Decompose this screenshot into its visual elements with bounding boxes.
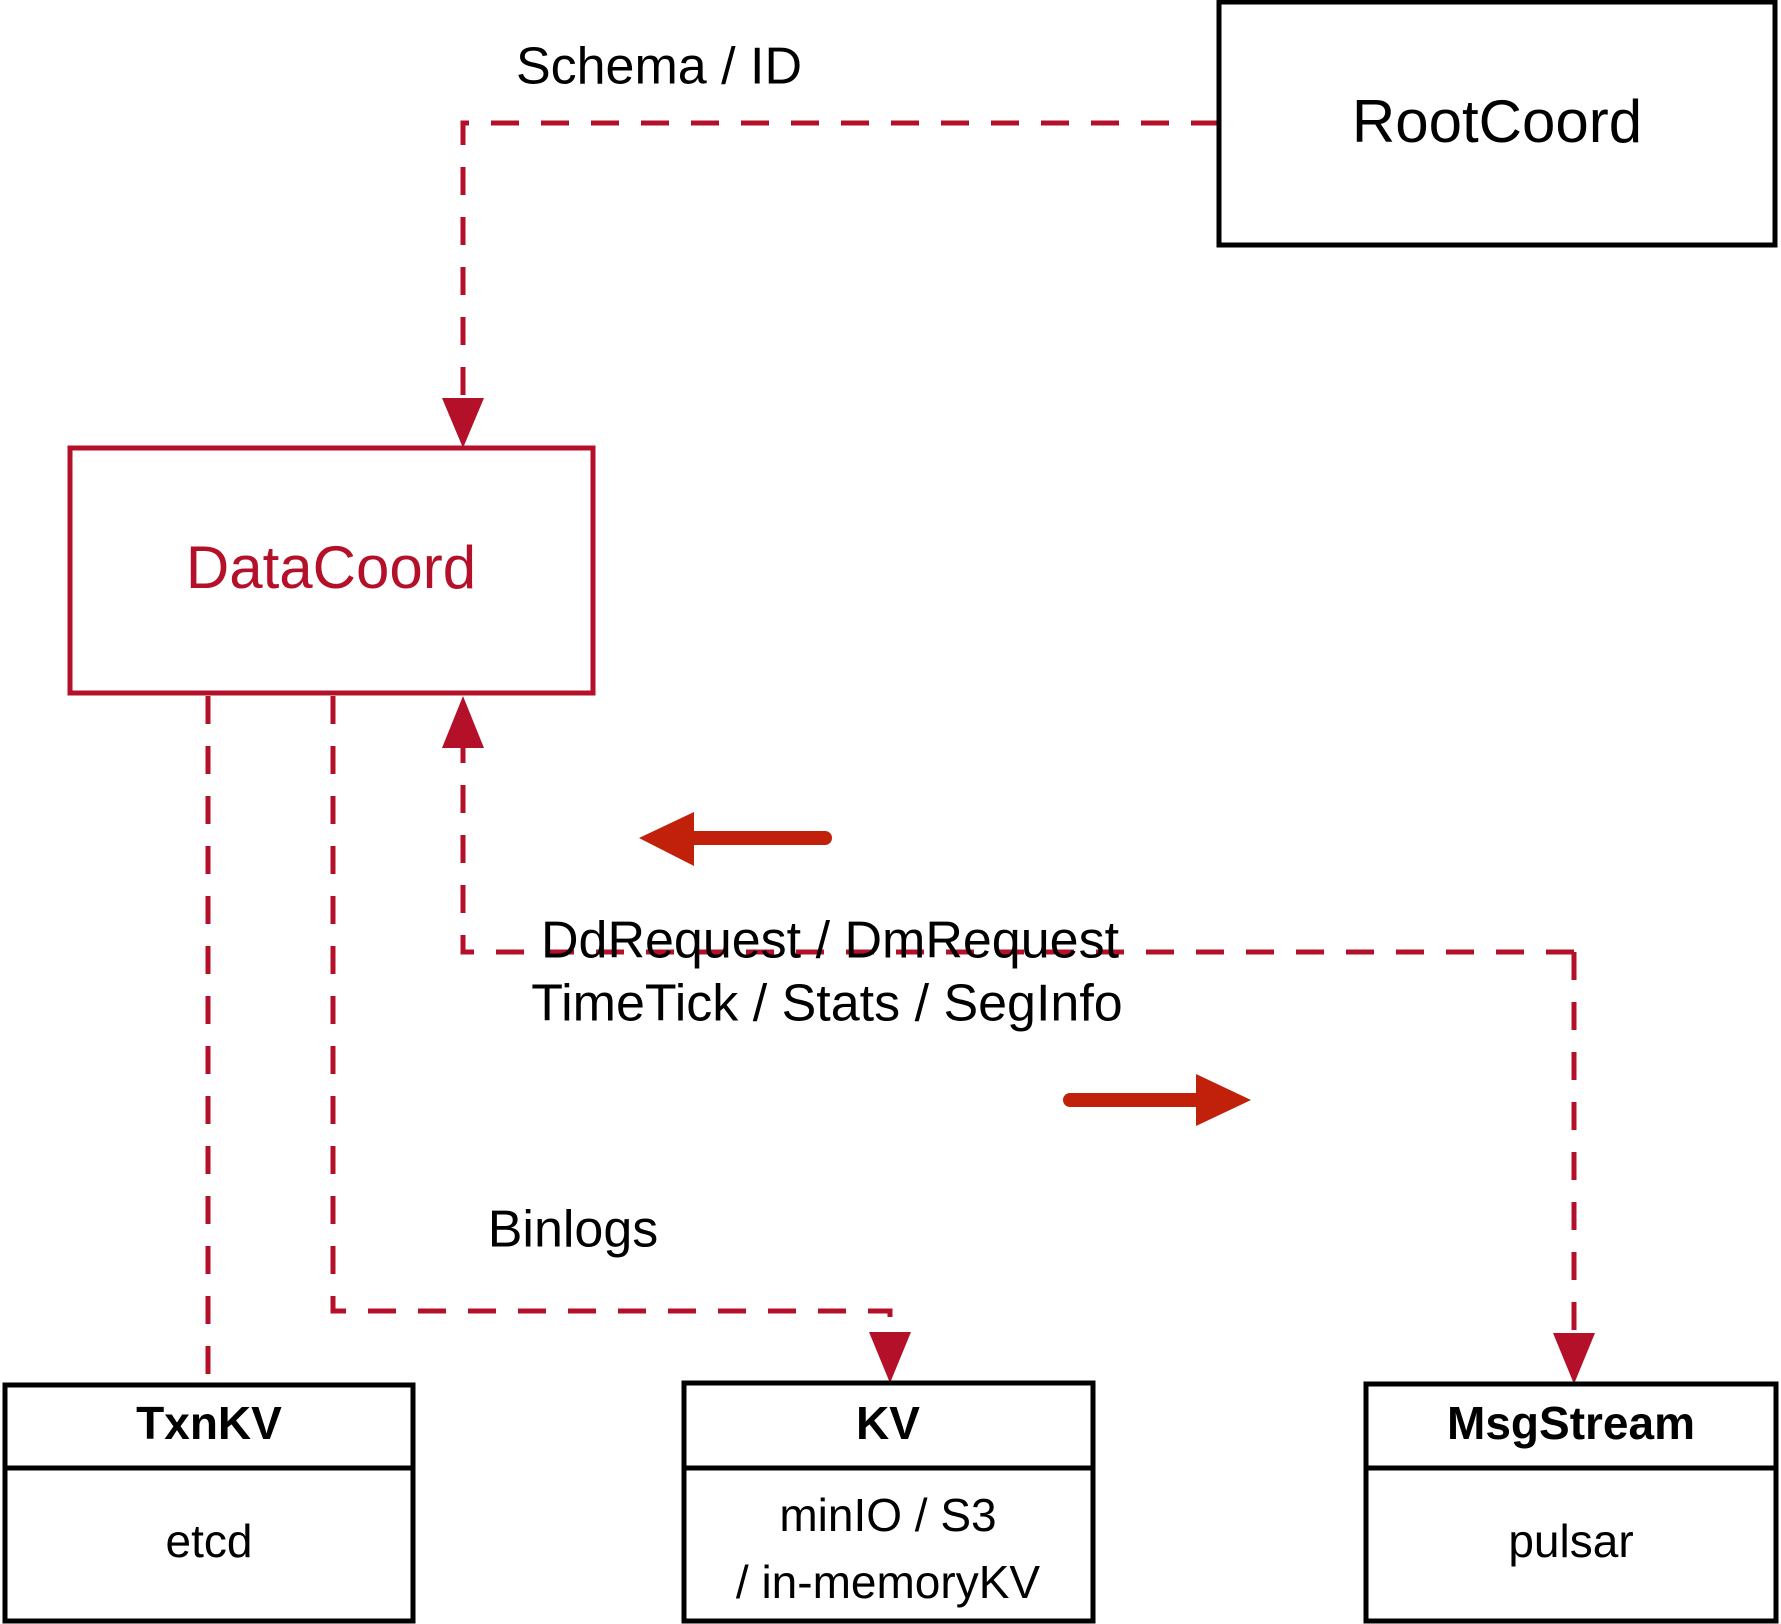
edge-label-schema-id: Schema / ID	[516, 38, 802, 96]
node-msgstream[interactable]: MsgStream pulsar	[1363, 1381, 1779, 1624]
outgoing-direction-arrow	[1063, 1074, 1251, 1126]
kv-sub-line-2: / in-memoryKV	[736, 1556, 1040, 1608]
msgstream-sub-line-1: pulsar	[1508, 1515, 1633, 1567]
edge-label-dd-dm-request: DdRequest / DmRequest	[541, 912, 1120, 970]
node-datacoord[interactable]: DataCoord	[67, 445, 596, 696]
rootcoord-label: RootCoord	[1352, 88, 1642, 155]
arrowhead-into-kv	[869, 1332, 911, 1383]
arrowhead-into-datacoord-bottom	[442, 696, 484, 748]
datacoord-label: DataCoord	[186, 534, 476, 601]
txnkv-label: TxnKV	[136, 1397, 282, 1449]
txnkv-box	[2, 1382, 416, 1624]
edge-path-binlogs	[330, 696, 893, 1340]
msgstream-label: MsgStream	[1447, 1397, 1695, 1449]
node-rootcoord[interactable]: RootCoord	[1216, 0, 1778, 248]
arrowhead-into-msgstream	[1553, 1333, 1595, 1384]
edge-label-binlogs: Binlogs	[488, 1201, 659, 1259]
edge-path-schema-id	[460, 120, 1219, 405]
node-kv[interactable]: KV minIO / S3 / in-memoryKV	[681, 1380, 1096, 1624]
rootcoord-box	[1216, 0, 1778, 248]
kv-label: KV	[856, 1397, 920, 1449]
kv-box	[681, 1380, 1096, 1624]
datacoord-box	[67, 445, 596, 696]
incoming-direction-arrow	[639, 812, 832, 866]
edge-msgstream-to-datacoord	[442, 696, 1574, 955]
edge-datacoord-to-kv	[330, 696, 911, 1383]
outgoing-arrow-head	[1196, 1074, 1251, 1126]
edge-path-dd-dm-request	[460, 742, 1574, 955]
kv-sub-line-1: minIO / S3	[779, 1489, 996, 1541]
arrowhead-into-datacoord-top	[442, 398, 484, 448]
edge-datacoord-to-msgstream	[1553, 952, 1595, 1384]
txnkv-sub-line-1: etcd	[166, 1515, 253, 1567]
edge-rootcoord-to-datacoord	[442, 120, 1219, 448]
incoming-arrow-head	[639, 812, 694, 866]
node-txnkv[interactable]: TxnKV etcd	[2, 1382, 416, 1624]
msgstream-box	[1363, 1381, 1779, 1624]
edge-label-timetick-stats-seginfo: TimeTick / Stats / SegInfo	[531, 975, 1122, 1033]
